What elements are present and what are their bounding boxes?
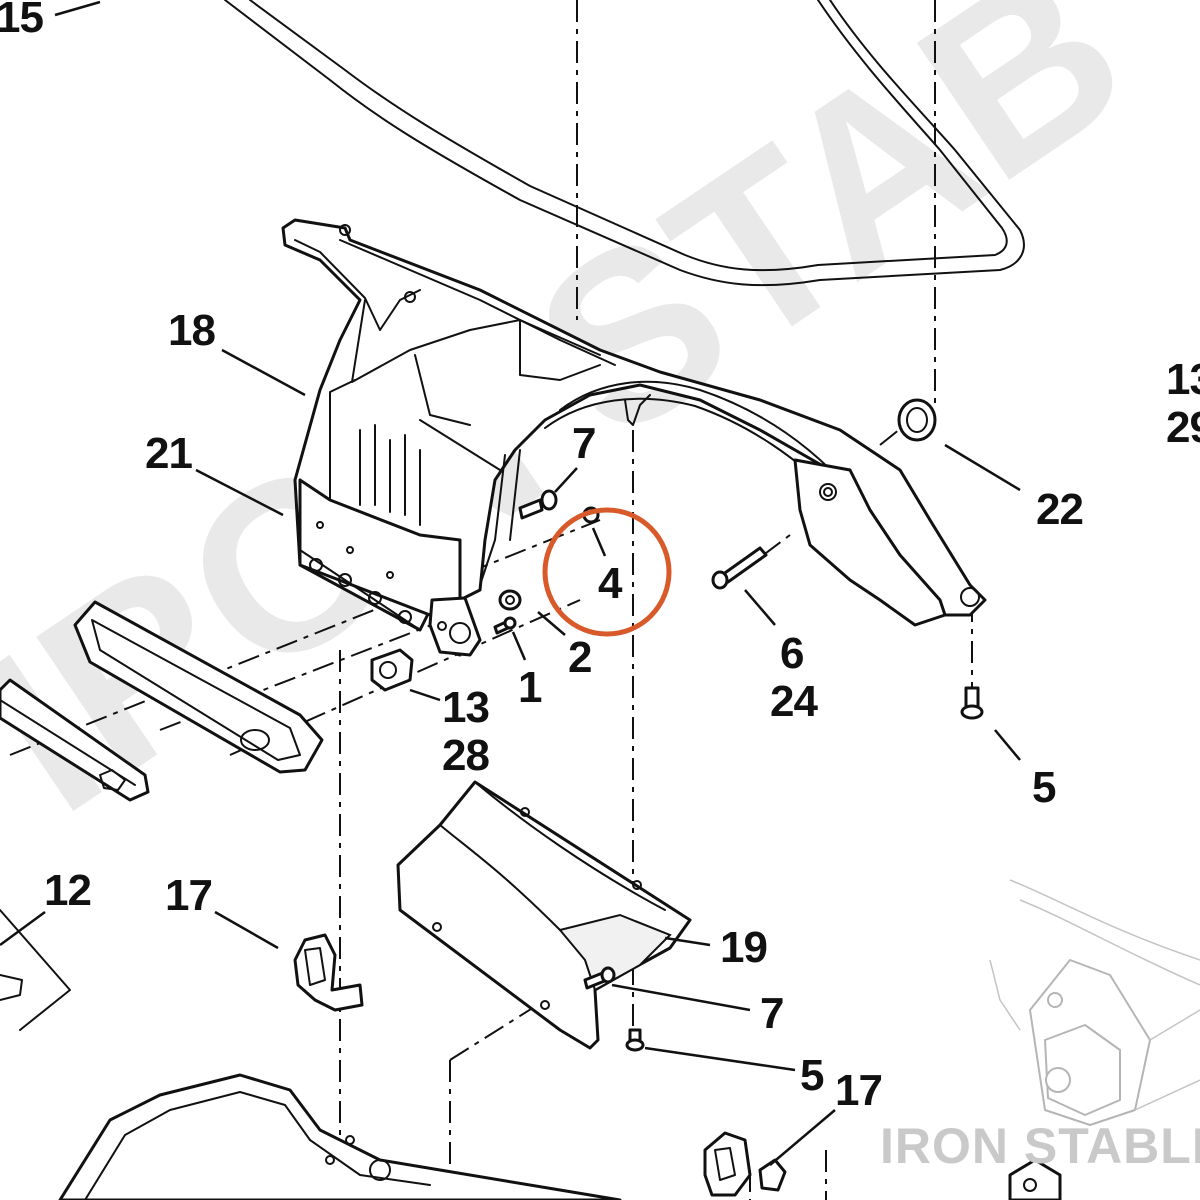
screw-5-right (960, 686, 984, 720)
lower-bag-tub (58, 1073, 622, 1200)
handle-trim (73, 600, 324, 774)
callout-12: 12 (44, 866, 91, 915)
lid-gasket (224, 0, 1025, 287)
callout-2: 2 (568, 633, 591, 682)
callout-13-left: 13 (442, 683, 489, 732)
callout-24: 24 (770, 677, 818, 726)
washer-2 (498, 589, 522, 611)
highlight-ring (542, 507, 672, 637)
callout-18: 18 (168, 306, 215, 355)
callout-28: 28 (442, 731, 489, 780)
callout-29: 29 (1166, 403, 1200, 452)
callout-7-upper: 7 (572, 419, 595, 468)
callout-6: 6 (780, 629, 803, 678)
callout-13-right: 13 (1166, 355, 1200, 404)
callout-4: 4 (598, 559, 623, 608)
guide-line (879, 424, 906, 446)
main-bracket (281, 218, 987, 657)
callout-5-right: 5 (1032, 763, 1056, 812)
lower-right-bracket (1008, 1158, 1062, 1200)
clip-17-left (293, 933, 364, 1012)
guide-line (229, 599, 581, 756)
callout-17-left: 17 (165, 871, 212, 920)
callout-19: 19 (720, 923, 767, 972)
heat-shield-19 (396, 780, 692, 1050)
callout-21: 21 (145, 429, 192, 478)
callout-labels: 15 18 21 7 4 22 13 29 2 1 6 24 13 28 5 1… (0, 0, 1200, 1115)
screw-6 (711, 546, 768, 590)
left-edge-part (0, 909, 71, 1031)
guide-line (9, 519, 601, 756)
callout-22: 22 (1036, 485, 1083, 534)
screw-1 (493, 616, 517, 635)
ghost-bracket-part (989, 879, 1200, 1126)
brand-mark: IRON STABLE (880, 1118, 1200, 1174)
callout-1: 1 (518, 663, 542, 712)
callout-15: 15 (0, 0, 43, 42)
washer-22 (897, 398, 937, 442)
screw-7-upper (518, 489, 558, 520)
callout-7-lower: 7 (760, 989, 783, 1038)
screw-7-lower (583, 966, 616, 990)
leader-lines (0, 0, 1021, 1166)
screw-5-lower (625, 1028, 645, 1052)
lid-strip (0, 678, 150, 802)
latch-13 (370, 648, 414, 692)
callout-5-lower: 5 (800, 1051, 824, 1100)
callout-17-right: 17 (835, 1066, 882, 1115)
